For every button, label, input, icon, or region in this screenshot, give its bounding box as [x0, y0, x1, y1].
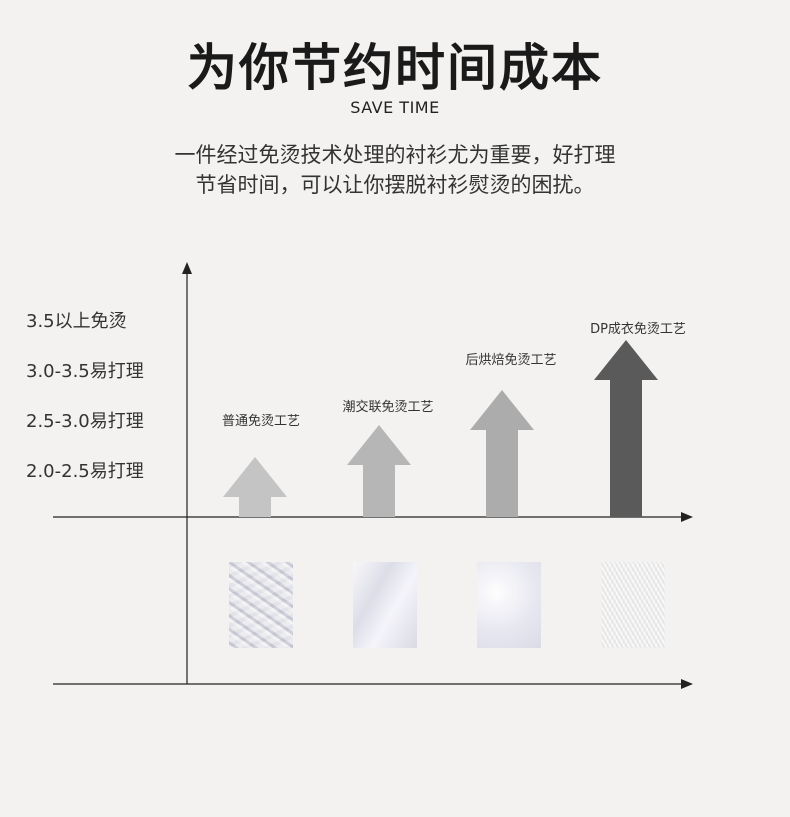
level-arrow-2-icon [347, 425, 411, 517]
level-arrow-4-icon [594, 340, 658, 517]
fabric-sample-1 [229, 562, 293, 648]
fabric-sample-2 [353, 562, 417, 648]
level-arrow-3-icon [470, 390, 534, 517]
level-label-2: 2.5-3.0易打理 [26, 411, 144, 432]
description-line-1: 一件经过免烫技术处理的衬衫尤为重要，好打理 [174, 143, 616, 167]
description-line-2: 节省时间，可以让你摆脱衬衫熨烫的困扰。 [195, 173, 595, 197]
fabric-sample-4 [601, 562, 665, 648]
fabric-sample-3 [477, 562, 541, 648]
level-label-3: 3.0-3.5易打理 [26, 361, 144, 382]
process-caption-1: 普通免烫工艺 [221, 414, 301, 429]
x-axis-top-arrow-icon [681, 512, 693, 522]
page-title: 为你节约时间成本 [187, 39, 603, 97]
process-caption-4: DP成衣免烫工艺 [590, 322, 686, 337]
x-axis-bottom-arrow-icon [681, 679, 693, 689]
y-axis-arrow-icon [182, 262, 192, 274]
description: 一件经过免烫技术处理的衬衫尤为重要，好打理 节省时间，可以让你摆脱衬衫熨烫的困扰… [0, 140, 790, 200]
page-subtitle: SAVE TIME [350, 98, 440, 117]
process-caption-2: 潮交联免烫工艺 [342, 400, 434, 415]
level-label-4: 3.5以上免烫 [26, 311, 127, 332]
process-caption-3: 后烘焙免烫工艺 [465, 353, 557, 368]
level-label-1: 2.0-2.5易打理 [26, 461, 144, 482]
level-arrow-1-icon [223, 457, 287, 517]
